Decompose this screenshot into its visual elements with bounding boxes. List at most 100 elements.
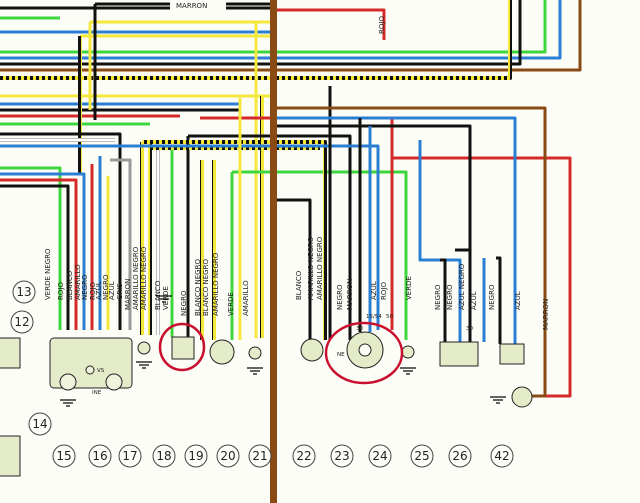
- terminal-label-15-54: 15/54: [366, 314, 382, 320]
- component-number-18: 18: [152, 444, 176, 468]
- wire-azul: [277, 116, 517, 344]
- component-42-sender: [511, 386, 533, 408]
- wire-verde: [0, 166, 62, 330]
- ground-symbol: [156, 295, 172, 303]
- component-25-relay: [439, 341, 479, 367]
- terminal-label-30b: 30: [466, 326, 473, 332]
- wire-label: BLANCO: [295, 270, 303, 300]
- wire-label: VERDE NEGRO: [44, 248, 52, 300]
- wire-verde: [277, 0, 547, 54]
- component-number-21: 21: [248, 444, 272, 468]
- svg-text:13: 13: [16, 285, 31, 299]
- svg-text:20: 20: [220, 449, 235, 463]
- wire-group: [0, 0, 582, 398]
- wire-label: AZUL: [95, 281, 103, 300]
- highlight-circle-23: [324, 321, 404, 385]
- wire-negro: [277, 124, 472, 250]
- wire-label: GRIS: [116, 283, 124, 300]
- svg-text:23: 23: [334, 449, 349, 463]
- wire-label: NEGRO: [488, 284, 496, 310]
- wire-label: MARRON: [346, 279, 354, 310]
- wire-negro: [496, 256, 502, 344]
- component-number-15: 15: [52, 444, 76, 468]
- wire-verde: [232, 170, 408, 340]
- top-label-marron: MARRON: [176, 2, 207, 10]
- component-number-17: 17: [118, 444, 142, 468]
- terminal-label-ne: NE: [337, 352, 345, 358]
- wire-label: VERDE: [227, 292, 235, 316]
- wire-label: VERDE: [162, 286, 170, 310]
- wire-negro: [188, 134, 352, 340]
- svg-text:24: 24: [372, 449, 387, 463]
- component-19-switch: [171, 336, 195, 360]
- wire-label: AZUL: [470, 291, 478, 310]
- wire-negro: [277, 0, 522, 66]
- component-number-16: 16: [88, 444, 112, 468]
- svg-text:12: 12: [14, 315, 29, 329]
- component-21-bulb: [248, 346, 262, 360]
- component-23-key-slot: [358, 343, 372, 357]
- component-number-26: 26: [448, 444, 472, 468]
- component-regulator-terminal-mid: [85, 365, 95, 375]
- svg-text:21: 21: [252, 449, 267, 463]
- ground-symbols: [60, 295, 506, 407]
- terminal-label-50: 50: [386, 314, 393, 320]
- wire-label: AMARILLO NEGRO: [316, 236, 324, 300]
- svg-text:15: 15: [56, 449, 71, 463]
- component-17-bulb: [137, 341, 151, 355]
- component-number-group: 13 12 14 15 16 17 18 19 20 21 22 23 24 25 26 42: [10, 280, 514, 468]
- component-24-bulb: [401, 345, 415, 359]
- terminal-label-30: 30: [356, 326, 363, 332]
- svg-text:17: 17: [122, 449, 137, 463]
- wire-label: AZUL: [370, 281, 378, 300]
- component-number-14: 14: [28, 412, 52, 436]
- wire-label: ROJO: [57, 282, 65, 300]
- component-number-12: 12: [10, 310, 34, 334]
- top-label-rojo: ROJO: [378, 16, 386, 34]
- wire-label: AZUL NEGRO: [458, 263, 466, 310]
- wire-gris: [110, 158, 132, 330]
- wire-label: NEGRO: [81, 274, 89, 300]
- wire-azul: [0, 144, 380, 330]
- wire-azul: [0, 172, 86, 330]
- wire-amarillo-negro: [277, 0, 512, 80]
- svg-text:42: 42: [494, 449, 509, 463]
- wire-label: AMARILLO NEGRO: [212, 252, 220, 316]
- svg-text:14: 14: [32, 417, 47, 431]
- component-26-switch: [499, 343, 525, 365]
- wire-label: AMARILLO NEGRO: [307, 236, 315, 300]
- wire-negro: [455, 248, 472, 342]
- wire-label: NEGRO: [180, 290, 188, 316]
- component-number-23: 23: [330, 444, 354, 468]
- top-labels: MARRON ROJO: [170, 0, 386, 34]
- svg-text:25: 25: [414, 449, 429, 463]
- component-regulator-terminal-left: [59, 373, 77, 391]
- component-number-13: 13: [12, 280, 36, 304]
- chassis-divider-bar: [270, 0, 277, 503]
- wire-rojo: [392, 156, 572, 398]
- terminal-label-ine: INE: [92, 390, 102, 396]
- component-number-25: 25: [410, 444, 434, 468]
- component-number-19: 19: [184, 444, 208, 468]
- component-number-42: 42: [490, 444, 514, 468]
- wire-label: NEGRO: [102, 274, 110, 300]
- component-regulator-terminal-right: [105, 373, 123, 391]
- wire-label: NEGRO: [434, 284, 442, 310]
- wire-marron: [277, 106, 547, 398]
- ground-symbol: [60, 399, 76, 407]
- wire-label: BLANCO NEGRO: [202, 259, 210, 316]
- wire-label: NEGRO: [446, 284, 454, 310]
- wire-negro: [440, 258, 447, 342]
- component-left-block: [0, 337, 21, 369]
- wire-label: ROJO: [89, 282, 97, 300]
- wire-negro: [277, 198, 312, 340]
- wire-label: AZUL: [514, 291, 522, 310]
- component-number-20: 20: [216, 444, 240, 468]
- wire-label: BLANCO NEGRO: [194, 259, 202, 316]
- component-number-22: 22: [292, 444, 316, 468]
- wire-label: MARRON: [124, 279, 132, 310]
- component-22: [300, 338, 324, 362]
- wire-azul: [277, 0, 562, 60]
